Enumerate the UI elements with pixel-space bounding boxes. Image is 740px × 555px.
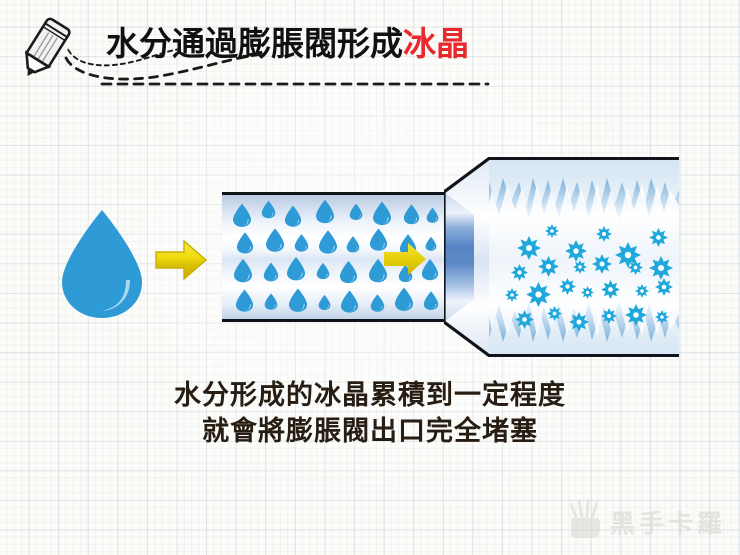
ice-crystal-graphics <box>489 160 679 354</box>
arrow-right-icon <box>384 243 426 275</box>
caption-block: 水分形成的冰晶累積到一定程度 就會將膨脹閥出口完全堵塞 <box>0 378 740 450</box>
arrow-right-icon <box>155 239 208 281</box>
hand-icon <box>569 500 600 538</box>
title-highlight: 冰晶 <box>403 24 469 63</box>
watermark-text: 黑手卡羅 <box>609 509 726 538</box>
water-drop-icon <box>62 210 142 318</box>
pencil-icon <box>24 17 71 76</box>
watermark: 黑手卡羅 <box>564 497 726 547</box>
title-prefix: 水分通過膨脹閥形成 <box>106 24 403 63</box>
expansion-valve-cone <box>444 157 492 357</box>
page-title: 水分通過膨脹閥形成冰晶 <box>106 22 469 66</box>
ice-crystal-chamber <box>489 157 679 357</box>
title-underline-dashed <box>64 47 490 86</box>
caption-line-2: 就會將膨脹閥出口完全堵塞 <box>202 416 538 447</box>
caption-line-1: 水分形成的冰晶累積到一定程度 <box>174 380 566 411</box>
title-row: 水分通過膨脹閥形成冰晶 <box>0 0 740 100</box>
